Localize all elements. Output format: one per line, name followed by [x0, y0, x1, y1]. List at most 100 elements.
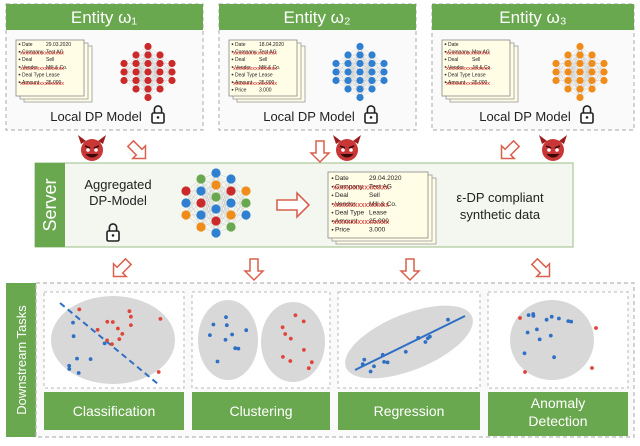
network-node	[144, 51, 152, 59]
data-point	[158, 317, 163, 321]
data-point	[129, 314, 133, 319]
doc-field-value: Test AG	[259, 50, 277, 56]
classification-task: Classification	[43, 291, 185, 430]
network-edge	[200, 184, 217, 228]
doc-bullet	[18, 50, 21, 53]
network-node	[344, 76, 352, 85]
network-node	[564, 59, 572, 68]
network-node	[156, 51, 164, 59]
doc-bullet	[444, 66, 447, 68]
network-node	[368, 76, 376, 85]
redaction-mark: xxxxxxxxxxxxxxxx	[20, 51, 64, 57]
data-point	[306, 366, 311, 371]
network-node	[552, 68, 560, 76]
doc-field-label: Vendor	[22, 65, 38, 71]
doc-field-label: Deal Type	[235, 72, 258, 78]
network-edge	[359, 54, 373, 81]
network-node	[356, 42, 364, 51]
model-footer-label: Local DP Model	[479, 109, 571, 124]
data-point	[301, 319, 306, 324]
data-point	[110, 342, 114, 346]
doc-field-label: Deal	[235, 57, 245, 63]
data-point	[293, 313, 298, 318]
data-point	[428, 334, 432, 339]
network-node	[576, 51, 584, 59]
data-point	[76, 371, 81, 375]
network-node	[356, 76, 364, 85]
network-edge	[135, 63, 149, 90]
doc-field-value: 25.000	[369, 218, 389, 225]
network-node	[344, 59, 352, 68]
data-point	[211, 322, 216, 327]
data-point	[522, 351, 527, 356]
network-edge	[215, 202, 232, 234]
task-label: Clustering	[229, 403, 292, 419]
network-node	[600, 68, 608, 76]
network-node	[552, 76, 560, 85]
doc-field-label: Date	[448, 42, 459, 48]
redaction-mark: xxxxxxxxxxxxxxxx	[20, 81, 64, 87]
network-node	[380, 76, 388, 85]
network-node	[144, 42, 152, 51]
data-point	[525, 330, 530, 335]
doc-bullet	[331, 194, 334, 197]
data-point	[116, 326, 120, 331]
network-node	[120, 59, 128, 68]
network-edge	[579, 54, 593, 81]
network-node	[368, 68, 376, 76]
doc-field-label: Company	[335, 184, 364, 191]
network-node	[168, 59, 176, 68]
data-point	[446, 317, 450, 322]
doc-bullet	[444, 73, 447, 76]
doc-bullet	[231, 81, 234, 84]
redaction-mark: xxxxxxxxxxxxxxxx	[233, 51, 277, 57]
local-model-network	[332, 42, 388, 102]
doc-bullet	[18, 58, 21, 61]
data-point	[281, 355, 285, 359]
network-node	[196, 222, 206, 232]
data-point	[537, 337, 542, 342]
doc-bullet	[444, 81, 447, 84]
network-node	[576, 85, 584, 93]
redaction-mark: xxxxxxxxxxxxxxxx	[446, 51, 490, 57]
doc-field-value: 3.000	[369, 227, 386, 234]
data-point	[120, 332, 125, 336]
doc-bullet	[331, 211, 334, 214]
data-point	[215, 359, 220, 364]
network-node	[356, 59, 364, 68]
network-edge	[359, 71, 373, 98]
network-node	[132, 85, 140, 93]
doc-field-label: Date	[22, 42, 33, 48]
network-node	[144, 68, 152, 76]
arrow-icon	[126, 139, 147, 160]
doc-field-value: 29.03.2020	[46, 42, 71, 48]
model-footer-label: Local DP Model	[263, 109, 355, 124]
redaction-mark: xxxxxxxxxxxxxxxx	[333, 185, 390, 192]
devil-icon	[77, 134, 107, 162]
network-edge	[579, 71, 593, 98]
network-edge	[347, 63, 361, 90]
data-point	[423, 340, 428, 344]
network-node	[156, 76, 164, 85]
doc-field-label: Company	[448, 50, 470, 56]
task-label: Classification	[73, 403, 155, 419]
data-point	[127, 309, 132, 314]
network-edge	[147, 71, 161, 98]
data-point	[566, 319, 571, 323]
network-edge	[591, 63, 605, 90]
server-label: Server	[40, 178, 60, 231]
doc-bullet	[231, 43, 234, 46]
data-point	[67, 367, 72, 371]
task-label: Regression	[374, 403, 445, 419]
doc-field-value: Test AG	[46, 50, 64, 56]
network-node	[576, 59, 584, 68]
network-node	[356, 68, 364, 76]
network-edge	[159, 63, 173, 90]
entity-title: Entity ω₂	[283, 8, 350, 27]
data-point	[302, 348, 306, 352]
